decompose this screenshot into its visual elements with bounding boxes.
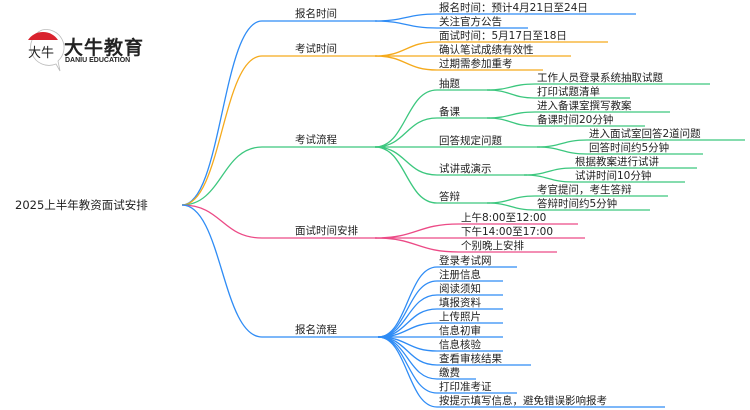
child-node[interactable]: 过期需参加重考: [439, 57, 513, 70]
grandchild-node[interactable]: 工作人员登录系统抽取试题: [537, 71, 663, 84]
child-node[interactable]: 下午14:00至17:00: [461, 225, 553, 238]
grandchild-connector: [486, 117, 536, 127]
branch-1-label[interactable]: 考试时间: [295, 42, 337, 55]
grandchild-connector: [486, 83, 536, 91]
child-node[interactable]: 确认笔试成绩有效性: [439, 43, 534, 56]
grandchild-node[interactable]: 答辩时间约5分钟: [537, 197, 617, 210]
logo-name-en: DANIU EDUCATION: [65, 57, 131, 64]
branch-connector: [181, 55, 263, 206]
child-connector: [374, 146, 438, 204]
grandchild-connector: [523, 167, 574, 176]
grandchild-node[interactable]: 试讲时间10分钟: [575, 169, 651, 182]
logo-mark-icon: 大牛: [28, 29, 65, 72]
child-connector: [374, 146, 438, 176]
child-node[interactable]: 关注官方公告: [439, 15, 502, 28]
grandchild-connector: [486, 202, 536, 211]
branch-connector: [181, 20, 263, 206]
child-node[interactable]: 打印准考证: [439, 380, 492, 393]
grandchild-connector: [486, 89, 536, 99]
child-node[interactable]: 面试时间：5月17日至18日: [439, 29, 567, 42]
child-node[interactable]: 缴费: [439, 366, 460, 379]
child-connector: [374, 223, 460, 239]
child-connector: [374, 55, 438, 71]
child-node[interactable]: 填报资料: [439, 296, 481, 309]
child-connector: [374, 20, 438, 29]
grandchild-connector: [536, 139, 588, 148]
branch-connector: [181, 146, 263, 206]
branch-2-label[interactable]: 考试流程: [295, 133, 337, 146]
child-connector: [377, 280, 438, 338]
grandchild-node[interactable]: 备课时间20分钟: [537, 113, 613, 126]
child-node[interactable]: 回答规定问题: [439, 134, 502, 147]
child-connector: [374, 117, 438, 148]
branch-connector: [181, 204, 263, 338]
grandchild-node[interactable]: 进入面试室回答2道问题: [589, 127, 701, 140]
child-node[interactable]: 报名时间：预计4月21日至24日: [439, 1, 588, 14]
child-node[interactable]: 注册信息: [439, 268, 481, 281]
grandchild-connector: [486, 195, 536, 204]
child-connector: [377, 266, 438, 338]
grandchild-node[interactable]: 回答时间约5分钟: [589, 141, 669, 154]
child-node[interactable]: 备课: [439, 105, 460, 118]
child-node[interactable]: 上传照片: [439, 310, 481, 323]
child-node[interactable]: 登录考试网: [439, 254, 492, 267]
grandchild-node[interactable]: 根据教案进行试讲: [575, 155, 659, 168]
child-node[interactable]: 个别晚上安排: [461, 239, 524, 252]
branch-4-label[interactable]: 报名流程: [295, 323, 337, 336]
grandchild-connector: [486, 111, 536, 119]
logo-name-cn: 大牛教育: [64, 37, 145, 59]
child-node[interactable]: 信息初审: [439, 324, 481, 337]
logo-mark-text: 大牛: [28, 46, 54, 61]
child-node[interactable]: 试讲或演示: [439, 162, 492, 175]
child-node[interactable]: 按提示填写信息，避免错误影响报考: [439, 394, 607, 407]
grandchild-node[interactable]: 考官提问，考生答辩: [537, 183, 632, 196]
grandchild-connector: [523, 174, 574, 183]
child-connector: [374, 13, 438, 22]
grandchild-connector: [536, 146, 588, 155]
grandchild-node[interactable]: 打印试题清单: [537, 85, 600, 98]
child-node[interactable]: 信息核验: [439, 338, 481, 351]
grandchild-node[interactable]: 进入备课室撰写教案: [537, 99, 632, 112]
child-connector: [374, 89, 438, 148]
branch-0-label[interactable]: 报名时间: [295, 7, 337, 20]
child-node[interactable]: 查看审核结果: [439, 352, 502, 365]
child-connector: [377, 336, 438, 394]
branch-connector: [181, 204, 263, 239]
root-topic[interactable]: 2025上半年教资面试安排: [15, 198, 148, 212]
branch-3-label[interactable]: 面试时间安排: [295, 224, 358, 237]
logo: 大牛 大牛教育 DANIU EDUCATION: [22, 27, 152, 73]
child-connector: [377, 336, 438, 408]
child-node[interactable]: 阅读须知: [439, 282, 481, 295]
child-node[interactable]: 答辩: [439, 190, 460, 203]
child-connector: [374, 237, 460, 253]
child-node[interactable]: 上午8:00至12:00: [461, 211, 546, 224]
child-connector: [374, 41, 438, 57]
child-node[interactable]: 抽题: [439, 77, 460, 90]
